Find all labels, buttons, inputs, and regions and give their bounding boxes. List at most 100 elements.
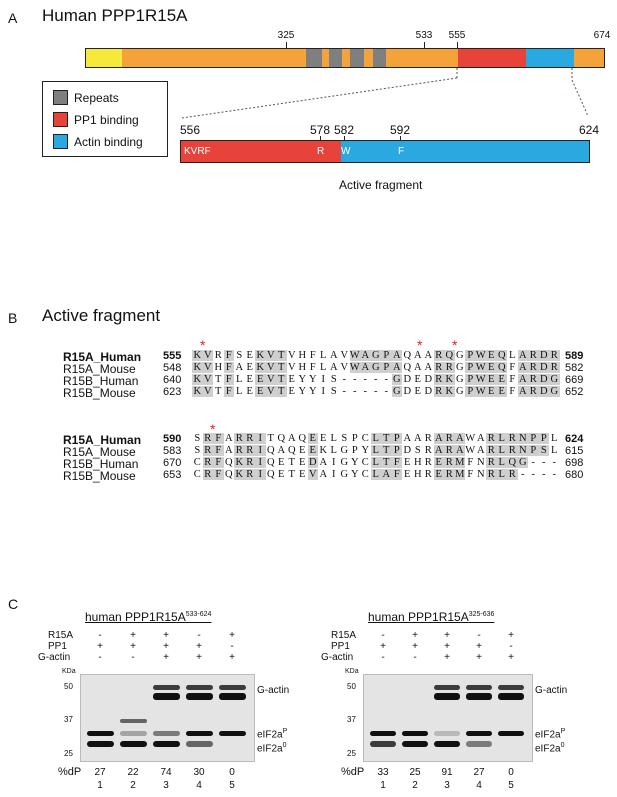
condition-value: - bbox=[98, 652, 102, 663]
seq-residue: F bbox=[309, 350, 316, 361]
gactin-label: G-actin bbox=[257, 685, 290, 696]
seq-residue: - bbox=[542, 469, 546, 480]
eif2a-p-band bbox=[498, 731, 524, 736]
gactin-band bbox=[498, 685, 524, 690]
seq-residue: M bbox=[454, 457, 465, 468]
seq-residue: A bbox=[413, 350, 422, 361]
seq-residue: D bbox=[424, 374, 433, 385]
condition-value: + bbox=[163, 630, 169, 641]
marker-50: 50 bbox=[64, 682, 73, 691]
seq-residue: C bbox=[361, 469, 369, 480]
seq-name: R15B_Mouse bbox=[63, 469, 136, 483]
position-label-533: 533 bbox=[415, 30, 433, 41]
gactin-band bbox=[434, 685, 460, 690]
seq-residue: P bbox=[538, 433, 549, 444]
seq-residue: Q bbox=[496, 350, 507, 361]
seq-residue: E bbox=[246, 362, 253, 373]
seq-residue: Q bbox=[444, 350, 455, 361]
condition-value: + bbox=[163, 641, 169, 652]
dp-label: %dP bbox=[58, 766, 82, 778]
marker-37: 37 bbox=[64, 715, 73, 724]
seq-residue: E bbox=[433, 457, 444, 468]
seq-residue: R bbox=[507, 433, 518, 444]
eif2a-0-text: eIF2a bbox=[535, 743, 561, 755]
seq-residue: R bbox=[424, 469, 432, 480]
lane-number: 2 bbox=[130, 780, 136, 791]
condition-value: + bbox=[508, 652, 514, 663]
dp-value: 27 bbox=[473, 767, 485, 778]
seq-residue: K bbox=[192, 350, 203, 361]
condition-value: - bbox=[381, 652, 385, 663]
seq-residue: E bbox=[278, 469, 285, 480]
seq-residue: S bbox=[341, 433, 348, 444]
lane-number: 1 bbox=[380, 780, 386, 791]
seq-residue: - bbox=[363, 374, 368, 385]
condition-label: G-actin bbox=[38, 652, 71, 663]
eif2a-p-band bbox=[87, 731, 114, 736]
seq-residue: A bbox=[360, 362, 371, 373]
seq-residue: R bbox=[244, 457, 255, 468]
seq-residue: A bbox=[424, 350, 433, 361]
seq-residue: L bbox=[370, 433, 381, 444]
seq-residue: R bbox=[549, 362, 560, 373]
eif2a-p-band bbox=[370, 731, 396, 736]
eif2a-p-band bbox=[120, 731, 147, 736]
seq-residue: F bbox=[467, 457, 474, 468]
seq-residue: Q bbox=[277, 433, 286, 444]
seq-residue: Q bbox=[266, 469, 275, 480]
seq-residue: C bbox=[361, 433, 369, 444]
eif2a-p-band bbox=[434, 731, 460, 736]
marker-50: 50 bbox=[347, 682, 356, 691]
seq-residue: L bbox=[370, 445, 381, 456]
active-fragment-bar: KVRF R W F bbox=[180, 140, 590, 163]
seq-residue: F bbox=[309, 362, 316, 373]
seq-residue: R bbox=[549, 350, 560, 361]
seq-residue: A bbox=[424, 362, 433, 373]
kda-label: KDa bbox=[62, 668, 76, 675]
fragment-pos-624: 624 bbox=[578, 123, 600, 137]
seq-residue: - bbox=[552, 457, 557, 468]
seq-end: 680 bbox=[565, 469, 584, 481]
condition-value: - bbox=[477, 630, 481, 641]
seq-residue: - bbox=[531, 469, 536, 480]
seq-residue: W bbox=[465, 433, 476, 444]
seq-start: 555 bbox=[163, 350, 182, 362]
seq-residue: S bbox=[194, 445, 201, 456]
seq-residue: E bbox=[486, 350, 497, 361]
blot-title-text: human PPP1R15A bbox=[368, 610, 469, 624]
blot-title: human PPP1R15A533-624 bbox=[85, 610, 211, 624]
condition-value: - bbox=[230, 641, 234, 652]
blot-title-superscript: 533-624 bbox=[185, 611, 212, 618]
seq-residue: - bbox=[363, 386, 368, 397]
condition-value: + bbox=[229, 652, 235, 663]
condition-label: PP1 bbox=[331, 641, 350, 652]
seq-residue: F bbox=[213, 457, 224, 468]
seq-residue: V bbox=[265, 362, 276, 373]
seq-residue: G bbox=[370, 350, 381, 361]
seq-residue: R bbox=[202, 469, 213, 480]
condition-value: + bbox=[508, 630, 514, 641]
conserved-star: * bbox=[452, 337, 458, 353]
condition-value: - bbox=[381, 630, 385, 641]
eif2a-0-text: eIF2a bbox=[257, 743, 283, 755]
seq-residue: H bbox=[298, 350, 307, 361]
tick-578 bbox=[320, 136, 321, 141]
seq-residue: I bbox=[332, 469, 336, 480]
seq-name: R15B_Human bbox=[63, 457, 139, 471]
seq-residue: I bbox=[332, 457, 336, 468]
eif2a-p-band bbox=[186, 731, 213, 736]
seq-end: 669 bbox=[565, 374, 584, 386]
seq-residue: L bbox=[370, 457, 381, 468]
eif2a-p-text: eIF2a bbox=[535, 729, 561, 741]
seq-residue: K bbox=[255, 350, 266, 361]
seq-residue: G bbox=[455, 374, 464, 385]
seq-residue: R bbox=[528, 362, 539, 373]
tick-592 bbox=[400, 136, 401, 141]
seq-residue: A bbox=[235, 362, 244, 373]
seq-residue: S bbox=[330, 386, 337, 397]
seq-residue: R bbox=[424, 433, 432, 444]
seq-residue: P bbox=[528, 433, 539, 444]
fragment-title: Active fragment bbox=[339, 178, 423, 192]
legend-swatch bbox=[53, 90, 68, 105]
